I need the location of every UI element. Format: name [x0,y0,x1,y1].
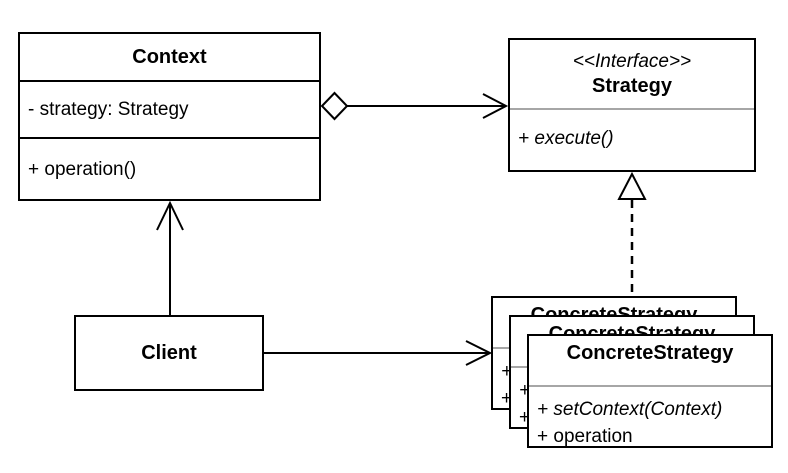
class-name: Context [20,34,319,82]
class-name: Client [141,341,197,364]
interface-header: <<Interface>> Strategy [510,40,754,110]
realization-connector [617,171,647,295]
open-arrowhead-icon [482,93,509,119]
class-box-concrete-strategy: ConcreteStrategy + setContext(Context) +… [527,334,773,448]
class-box-strategy: <<Interface>> Strategy + execute() [508,38,756,172]
class-name: Strategy [591,75,673,97]
class-name: ConcreteStrategy [529,336,771,387]
interface-stereotype: <<Interface>> [572,51,692,72]
class-operation: + execute() [518,128,614,149]
class-operations: + setContext(Context) + operation [529,387,771,450]
client-concrete-connector [264,340,493,366]
class-attribute: - strategy: Strategy [20,82,319,139]
class-operation: + operation() [28,159,137,180]
class-operation: + operation [537,426,633,447]
open-arrowhead-icon [156,200,184,231]
class-box-context: Context - strategy: Strategy + operation… [18,32,321,201]
aggregation-diamond-icon [320,91,349,121]
client-context-connector [156,200,184,315]
hollow-triangle-icon [617,171,647,200]
open-arrowhead-icon [465,340,493,366]
aggregation-connector [320,91,509,121]
class-operation: + setContext(Context) [537,399,723,420]
class-box-client: Client [74,315,264,391]
